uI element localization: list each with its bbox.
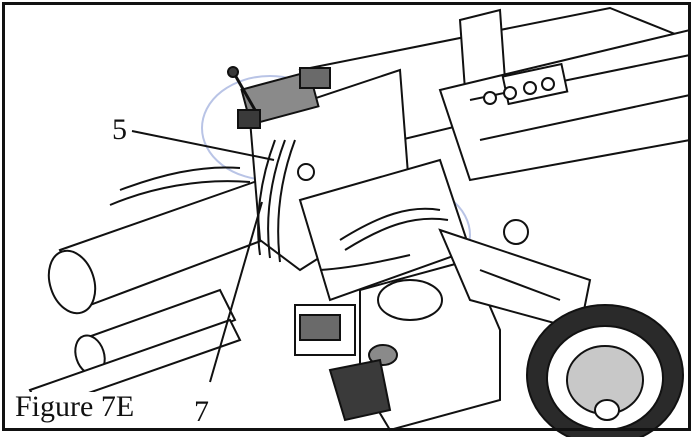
hydraulic-hoses [257, 139, 449, 271]
hydraulic-cylinder [28, 166, 292, 412]
mount-plate [248, 68, 529, 302]
figure-border [2, 2, 691, 431]
wheel [526, 304, 684, 437]
callout-5-label: 5 [112, 113, 127, 146]
control-valve [227, 66, 331, 129]
figure-caption: Figure 7E [12, 392, 138, 422]
callout-leaders [131, 130, 275, 383]
callout-7-label: 7 [194, 395, 209, 428]
engine [294, 258, 501, 432]
leader-5 [131, 130, 275, 161]
leader-7 [209, 201, 263, 383]
